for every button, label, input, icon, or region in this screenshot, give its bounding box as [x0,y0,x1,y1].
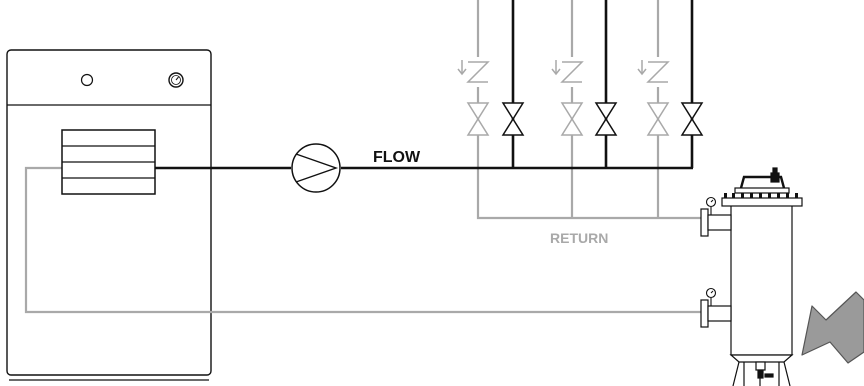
heat-exchanger-icon [61,129,156,195]
flow-pipe [155,0,694,170]
flow-label: FLOW [373,149,421,166]
valve-icon [594,102,618,136]
valve-icon [560,102,584,136]
check-valve-icon [637,57,670,87]
gauge-icon [705,287,717,306]
boiler-icon [6,49,212,381]
pump-icon [291,143,341,193]
gauge-icon [168,72,184,88]
outlet-flange [700,299,732,328]
arrow-icon [801,291,864,364]
inlet-flange [700,208,732,237]
filter-vessel-icon [721,167,803,386]
valve-icon [501,102,525,136]
return-label: RETURN [550,230,608,246]
check-valve-icon [551,57,584,87]
check-valve-icon [457,57,490,87]
indicator-light-icon [80,73,94,87]
valve-icon [646,102,670,136]
gauge-icon [705,196,717,215]
valve-icon [466,102,490,136]
valve-icon [680,102,704,136]
